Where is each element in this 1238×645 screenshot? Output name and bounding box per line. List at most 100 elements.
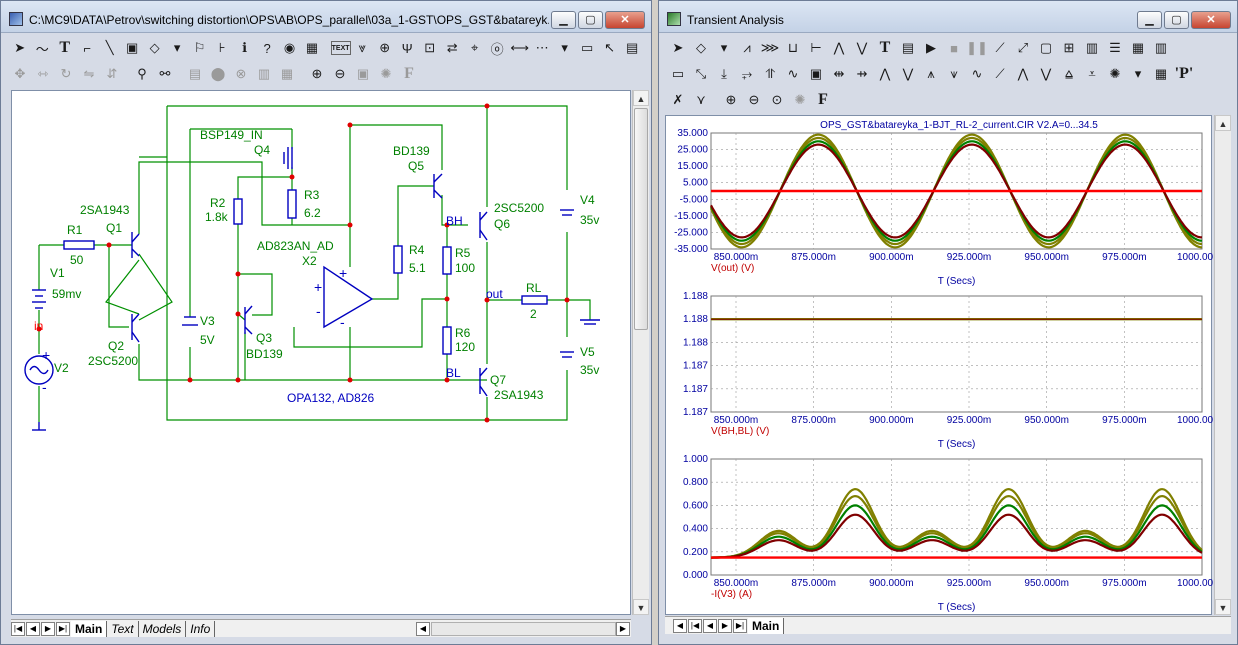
globe-icon[interactable]: ◉ [283, 40, 296, 55]
shapes-icon[interactable]: ◇ [149, 40, 160, 55]
scroll-down-arrow[interactable]: ▼ [633, 599, 649, 615]
properties-icon[interactable]: ▤ [625, 40, 639, 55]
global-low-icon[interactable]: ⋁ [1040, 66, 1052, 81]
tab-info[interactable]: Info [186, 620, 216, 637]
next-page-icon[interactable]: ▶ [718, 618, 732, 633]
graphics-icon[interactable]: ▣ [126, 40, 139, 55]
move-icon[interactable]: ✥ [14, 66, 26, 81]
tab-main[interactable]: Main [748, 617, 785, 634]
pause-icon[interactable]: ❚❚ [966, 40, 988, 55]
cursor-right-icon[interactable]: ⇸ [856, 66, 868, 81]
text-tool-icon[interactable]: T [59, 39, 71, 56]
flip-x-icon[interactable]: ⇋ [83, 66, 95, 81]
tokens-icon[interactable]: ⊔ [787, 40, 799, 55]
columns-icon[interactable]: ▥ [1154, 40, 1168, 55]
lines-icon[interactable]: ☰ [1109, 40, 1121, 55]
prev-page-icon[interactable]: ◀ [703, 618, 717, 633]
text-mode-icon[interactable]: TEXT [330, 41, 351, 55]
grid-text-icon[interactable]: ⊡ [424, 40, 436, 55]
dropdown-arrow-icon[interactable]: ▾ [720, 40, 728, 55]
cursor-left-icon[interactable]: ⇹ [833, 66, 845, 81]
last-page-icon[interactable]: ▶| [733, 618, 747, 633]
vertical-tag-icon[interactable]: ⥣ [765, 66, 775, 81]
shapes-icon[interactable]: ◇ [696, 40, 706, 55]
diagonal-tool-icon[interactable]: ⤢ [1017, 40, 1029, 55]
global-high-icon[interactable]: ⋀ [1017, 66, 1029, 81]
scope-icon[interactable]: ▣ [809, 66, 823, 81]
palette-icon[interactable]: ✺ [380, 66, 392, 81]
zoom-in-icon[interactable]: ⊕ [725, 92, 737, 107]
diagonal-wire-icon[interactable]: ╲ [105, 40, 114, 55]
plot-box-icon[interactable]: ▭ [671, 66, 685, 81]
zoom-fit-icon[interactable]: ⊙ [771, 92, 783, 107]
font-icon[interactable]: F [404, 65, 414, 82]
stop-icon[interactable]: ■ [950, 40, 958, 56]
hscroll-left-arrow[interactable]: ◀ [416, 621, 430, 636]
node-numbers-icon[interactable]: ⊕ [379, 40, 391, 55]
palette-icon[interactable]: ✺ [794, 92, 806, 107]
close-button[interactable]: ✕ [605, 11, 645, 29]
rotate-icon[interactable]: ↻ [60, 66, 72, 81]
frame-icon[interactable]: ▢ [1039, 40, 1053, 55]
maximize-button[interactable]: ▢ [1164, 11, 1189, 29]
top-icon[interactable]: ⩠ [1065, 66, 1073, 81]
find-icon[interactable]: ⚲ [137, 66, 147, 81]
minimize-button[interactable]: ▁ [1137, 11, 1162, 29]
bottom-icon[interactable]: ⩡ [1088, 66, 1096, 81]
prev-page-icon[interactable]: ◀ [26, 621, 40, 636]
swap-icon[interactable]: ⇄ [446, 40, 458, 55]
line-tool-icon[interactable]: ⟋ [995, 40, 1005, 55]
flag-icon[interactable]: ⚐ [193, 40, 206, 55]
inflection-icon[interactable]: ∿ [971, 66, 983, 81]
horizontal-tag-icon[interactable]: ⥅ [741, 66, 753, 81]
select-arrow-icon[interactable]: ➤ [14, 40, 26, 55]
plot-canvas[interactable]: OPS_GST&batareyka_1-BJT_RL-2_current.CIR… [665, 115, 1227, 615]
binoculars-icon[interactable]: ⚯ [159, 66, 171, 81]
transient-titlebar[interactable]: Transient Analysis ▁ ▢ ✕ [659, 1, 1237, 33]
tab-main[interactable]: Main [71, 620, 108, 637]
grid-icon[interactable]: ⋯ [535, 40, 549, 55]
ortho-wire-icon[interactable]: ⌐ [83, 40, 91, 56]
peak-icon[interactable]: ⋀ [833, 40, 845, 55]
page-icon[interactable]: ▤ [188, 66, 202, 81]
scale-icon[interactable]: ⩘ [743, 40, 751, 55]
tag-mode-icon[interactable]: ⤡ [695, 66, 707, 81]
slope-icon[interactable]: ⟋ [995, 66, 1005, 81]
layer-icon[interactable]: ▥ [257, 66, 271, 81]
scroll-down-arrow[interactable]: ▼ [1215, 599, 1231, 615]
scroll-thumb[interactable] [634, 108, 648, 330]
waveform-icon[interactable]: ∿ [787, 66, 799, 81]
scroll-up-arrow[interactable]: ▲ [1215, 115, 1231, 131]
schematic-titlebar[interactable]: C:\MC9\DATA\Petrov\switching distortion\… [1, 1, 651, 33]
zoom-in-icon[interactable]: ⊕ [311, 66, 323, 81]
plot-vscroll[interactable]: ▲ ▼ [1214, 115, 1231, 615]
flip-y-icon[interactable]: ⇵ [106, 66, 118, 81]
ruler-icon[interactable]: ⊢ [810, 40, 822, 55]
attribute-icon[interactable]: ⩔ [358, 40, 366, 55]
wire-icon[interactable]: 〜 [35, 41, 49, 57]
cancel-icon[interactable]: ⊗ [235, 66, 247, 81]
stop-icon[interactable]: ⬤ [210, 66, 226, 81]
dropdown-arrow-icon[interactable]: ▾ [173, 40, 181, 55]
hscroll-right-arrow[interactable]: ▶ [616, 621, 630, 636]
layer-down-icon[interactable]: ▦ [280, 66, 294, 81]
fit-icon[interactable]: ▣ [356, 66, 370, 81]
select-arrow-icon[interactable]: ➤ [672, 40, 684, 55]
hscroll-track[interactable] [431, 621, 616, 636]
zoom-out-icon[interactable]: ⊖ [334, 66, 346, 81]
minor-grid-icon[interactable]: ▥ [1085, 40, 1099, 55]
valley-icon[interactable]: ⋁ [856, 40, 868, 55]
pin-icon[interactable]: ⊦ [218, 40, 226, 55]
next-page-icon[interactable]: ▶ [41, 621, 55, 636]
pin-connections-icon[interactable]: Ψ [401, 40, 413, 56]
properties-icon[interactable]: ▤ [901, 40, 915, 55]
run-icon[interactable]: ▶ [926, 40, 936, 55]
tab-scroll-left[interactable]: ◀ [673, 618, 687, 633]
tab-text[interactable]: Text [107, 620, 139, 637]
schematic-vscroll[interactable]: ▲ ▼ [632, 90, 649, 615]
grid-icon[interactable]: ⊞ [1063, 40, 1075, 55]
text-tool-icon[interactable]: T [879, 39, 891, 56]
valley-icon[interactable]: ⋁ [902, 66, 914, 81]
maximize-button[interactable]: ▢ [578, 11, 603, 29]
close-button[interactable]: ✕ [1191, 11, 1231, 29]
